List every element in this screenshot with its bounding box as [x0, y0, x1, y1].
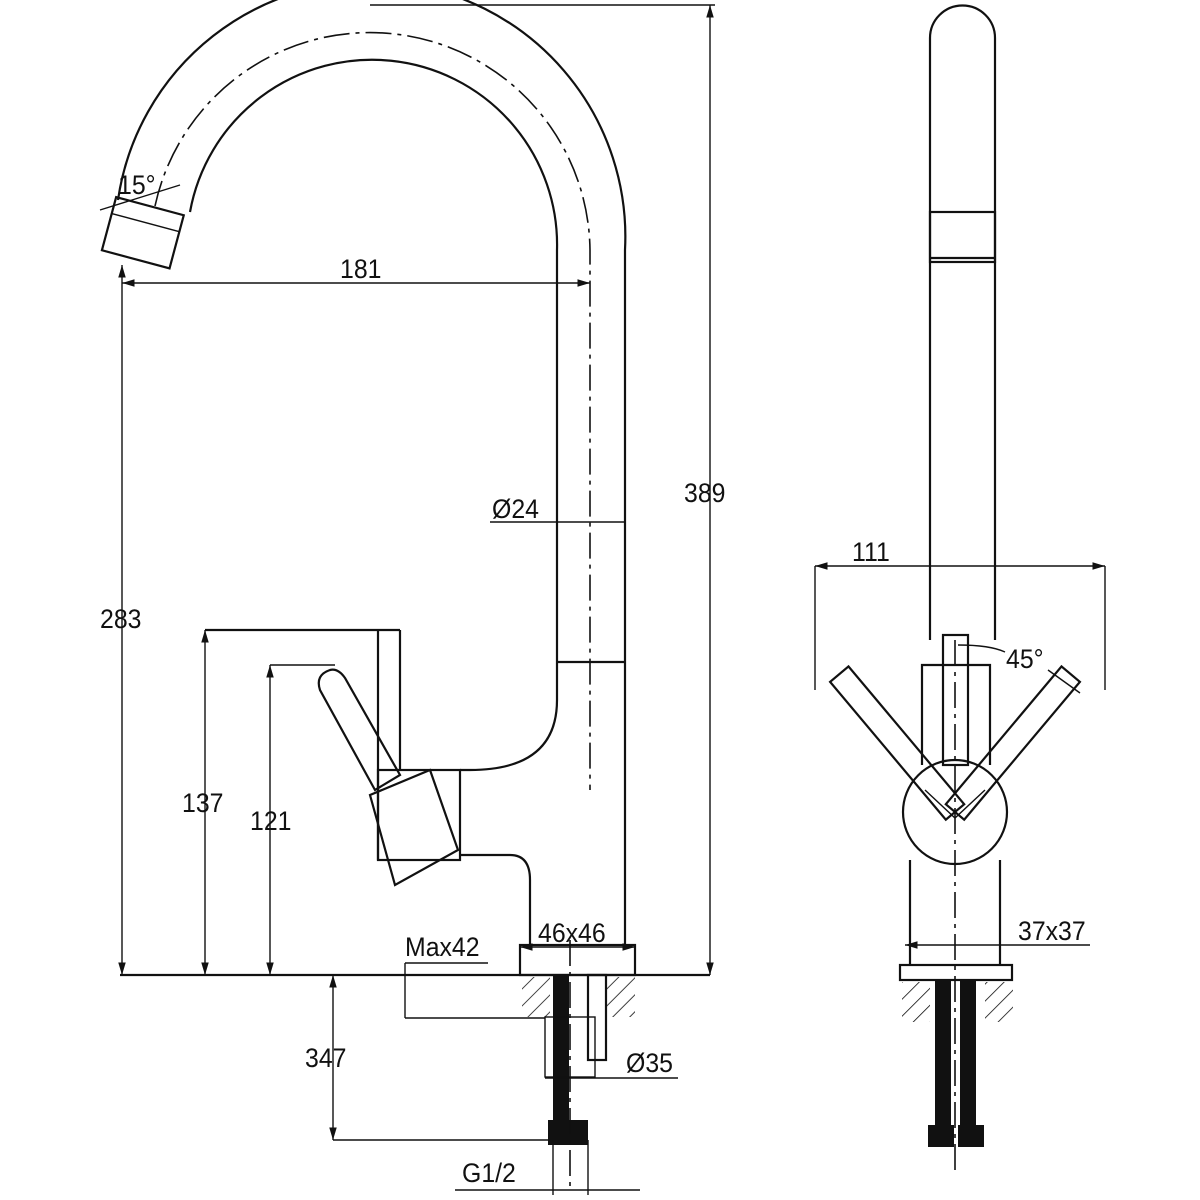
spout-diameter-label: Ø24	[492, 494, 539, 524]
connection-thread-label: G1/2	[462, 1158, 516, 1188]
total-height-label: 389	[684, 478, 726, 508]
lever-height-label: 121	[250, 806, 292, 836]
side-view-dimension-lines	[99, 4, 715, 1191]
front-view	[814, 4, 1106, 1170]
base-size-label: 46x46	[538, 918, 606, 948]
reach-dimension-label: 181	[340, 254, 382, 284]
lever-angle-label: 45°	[1006, 644, 1044, 674]
front-base-size-label: 37x37	[1018, 916, 1086, 946]
side-view-mounting	[120, 940, 710, 1195]
side-view-body	[205, 628, 532, 945]
spout-angle-label: 15°	[118, 170, 156, 200]
max-deck-thickness-label: Max42	[405, 932, 480, 962]
lever-span-label: 111	[852, 537, 890, 567]
hose-length-label: 347	[305, 1043, 347, 1073]
side-view-spout	[100, 0, 627, 945]
spout-height-label: 283	[100, 604, 142, 634]
handle-height-label: 137	[182, 788, 224, 818]
hole-diameter-label: Ø35	[626, 1048, 673, 1078]
